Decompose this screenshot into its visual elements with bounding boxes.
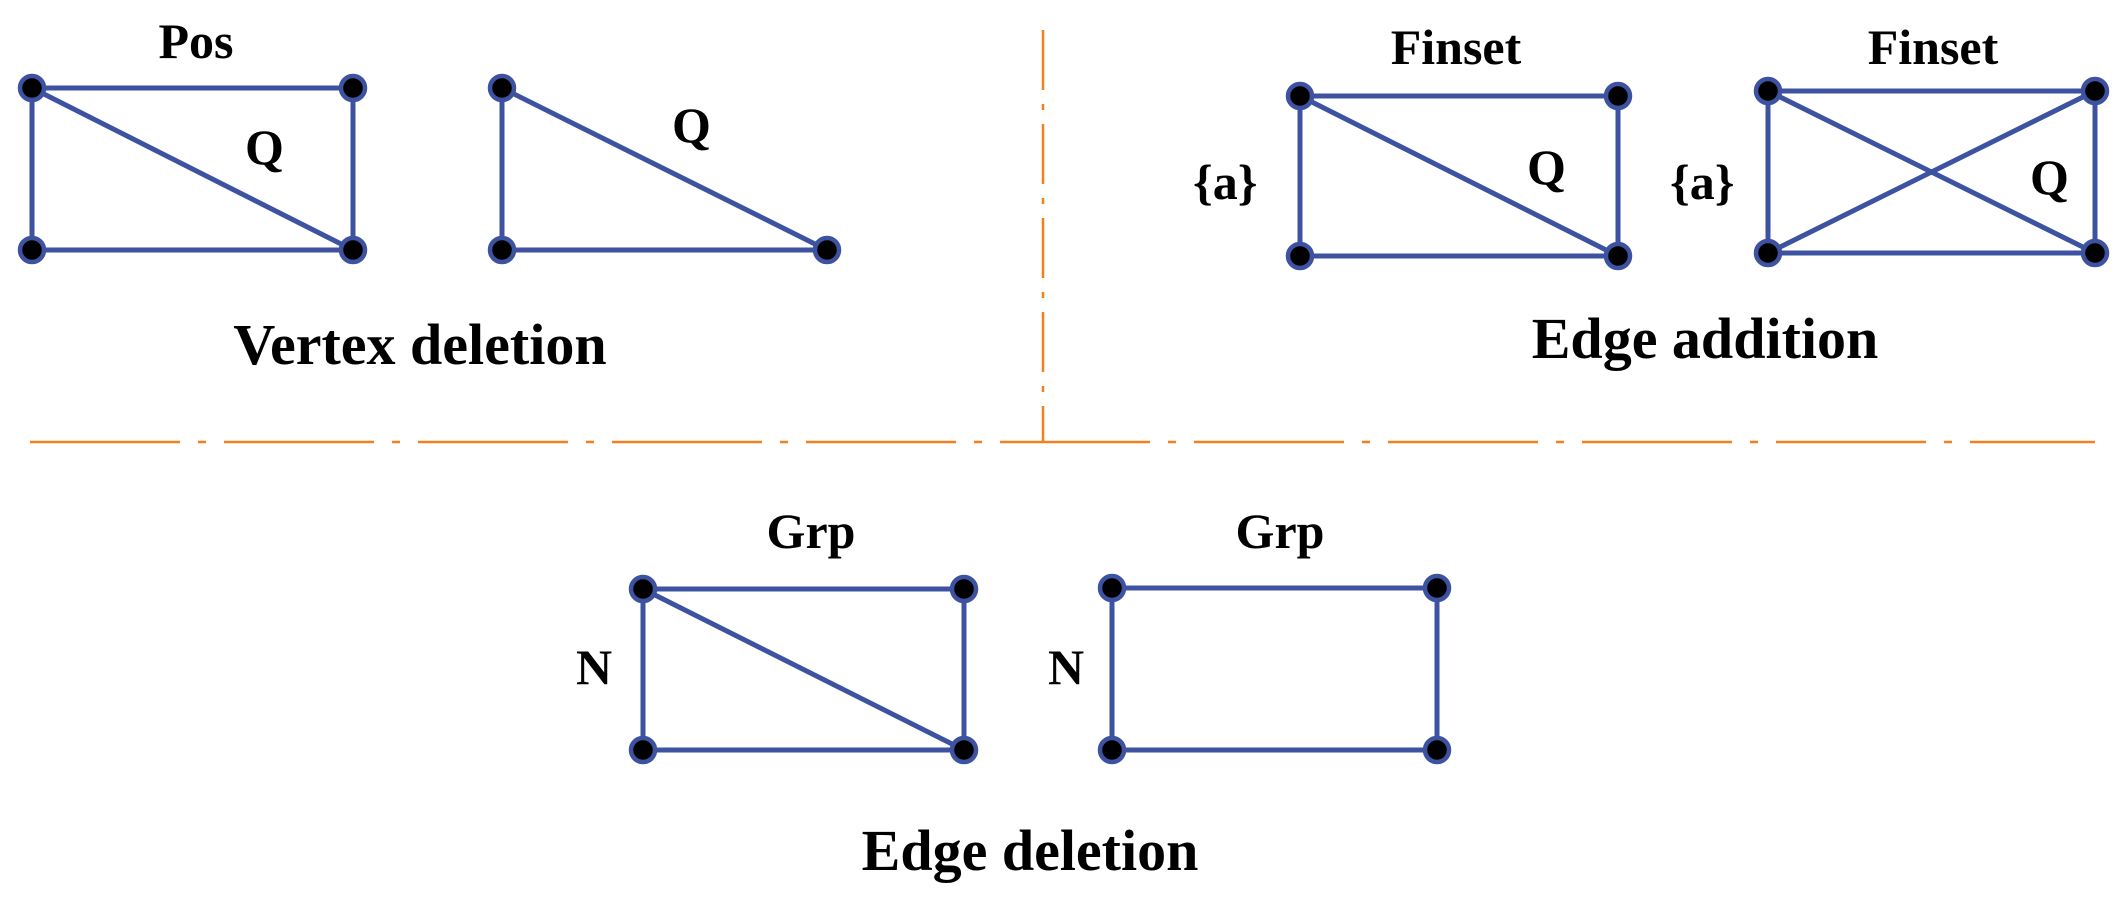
vertex-deletion-graph-a <box>29 85 356 253</box>
vertex <box>17 73 47 103</box>
vertex <box>1285 241 1315 271</box>
graph-inner-label: Q <box>1527 139 1566 195</box>
graph-side-label: N <box>576 639 613 695</box>
edge-added-diagonal <box>1765 88 2098 256</box>
vertex <box>628 574 658 604</box>
separators <box>30 30 2095 444</box>
vertex <box>1097 735 1127 765</box>
edge-diagonal <box>499 85 830 253</box>
vertex-deletion-graph-b <box>499 85 830 253</box>
vertex <box>338 73 368 103</box>
graph-side-label: {a} <box>1193 154 1258 210</box>
vertex <box>1097 573 1127 603</box>
vertex <box>17 235 47 265</box>
vertex <box>812 235 842 265</box>
vertex <box>1753 238 1783 268</box>
edge-deletion-graph-b <box>1109 585 1440 753</box>
edge-addition-graph-a <box>1297 93 1621 259</box>
graph-top-label: Finset <box>1867 19 1999 75</box>
edge-deletion-graph-a <box>640 586 967 753</box>
vertex <box>1422 573 1452 603</box>
edge-diagonal <box>29 85 356 253</box>
vertex <box>2080 76 2110 106</box>
graph-top-label: Finset <box>1390 19 1522 75</box>
graph-inner-label: Q <box>2030 149 2069 205</box>
graph-side-label: {a} <box>1670 154 1735 210</box>
vertex <box>487 235 517 265</box>
panel-caption-vertex-deletion: Vertex deletion <box>233 312 607 377</box>
graph-top-label: Grp <box>766 503 856 559</box>
vertex <box>487 73 517 103</box>
panel-caption-edge-deletion: Edge deletion <box>861 818 1199 883</box>
edge-diagonal <box>640 586 967 753</box>
edge-diagonal <box>1297 93 1621 259</box>
graph-inner-label: Q <box>672 97 711 153</box>
vertex <box>1422 735 1452 765</box>
graph-side-label: N <box>1048 639 1085 695</box>
vertex <box>628 735 658 765</box>
vertex <box>2080 238 2110 268</box>
vertex <box>338 235 368 265</box>
graph-top-label: Grp <box>1235 503 1325 559</box>
vertex <box>949 735 979 765</box>
vertex <box>1603 241 1633 271</box>
graph-inner-label: Q <box>245 119 284 175</box>
vertex <box>949 574 979 604</box>
vertex <box>1285 81 1315 111</box>
edge-addition-graph-b <box>1765 88 2098 256</box>
vertex <box>1753 76 1783 106</box>
panel-caption-edge-addition: Edge addition <box>1531 306 1879 371</box>
vertex <box>1603 81 1633 111</box>
graph-top-label: Pos <box>158 13 234 69</box>
